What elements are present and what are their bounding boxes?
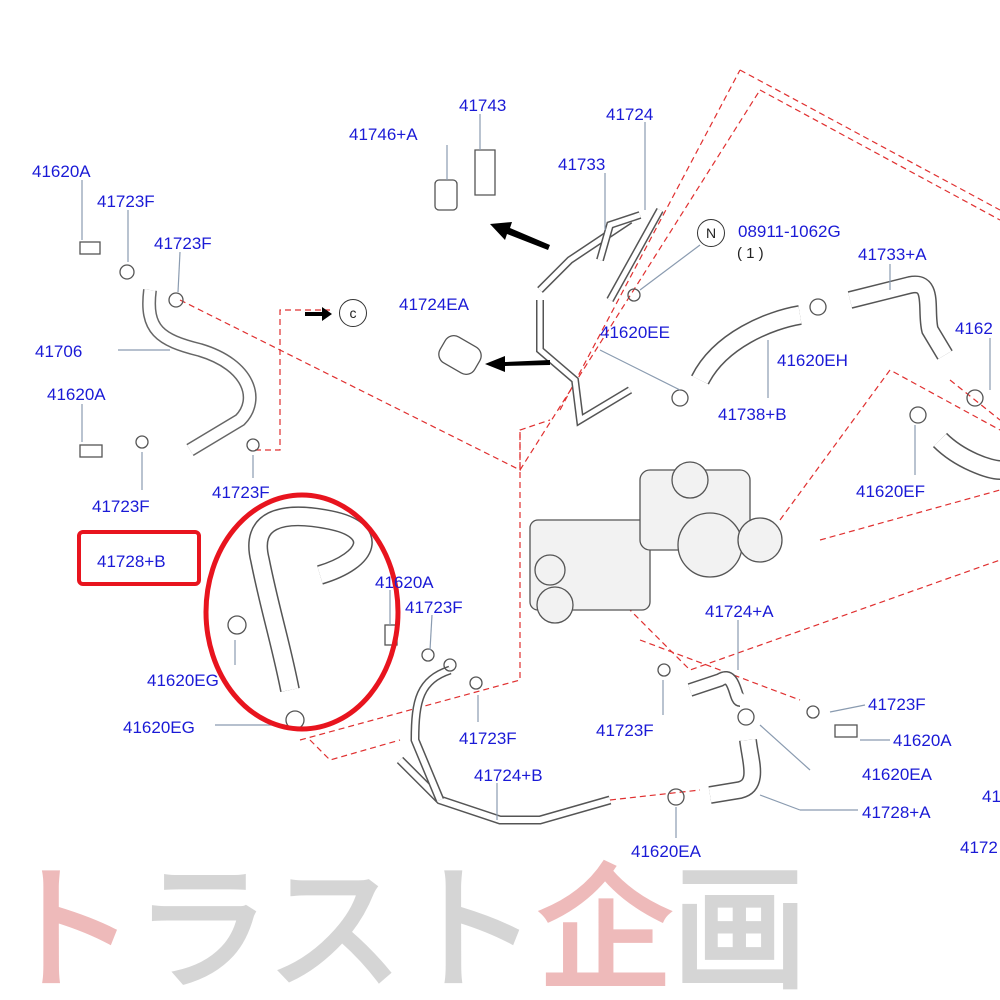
quantity-label: ( 1 ) — [737, 245, 764, 262]
part-label[interactable]: 41620EE — [600, 323, 670, 342]
part-label[interactable]: 4172 — [960, 838, 998, 857]
part-label[interactable]: 41733+A — [858, 245, 927, 264]
part-label[interactable]: 41620A — [893, 731, 952, 750]
part-label[interactable]: 41620EA — [631, 842, 701, 861]
arrow-right-icon — [305, 307, 332, 321]
note-n-symbol: N — [697, 219, 725, 247]
part-label[interactable]: 41746+A — [349, 125, 418, 144]
arrow-icons — [305, 222, 550, 372]
part-label[interactable]: 41 — [982, 787, 1000, 806]
part-label[interactable]: 41620A — [47, 385, 106, 404]
part-label[interactable]: 41723F — [154, 234, 212, 253]
dashed-reference-lines — [179, 69, 1000, 801]
part-label[interactable]: 4162 — [955, 319, 993, 338]
highlight-circle — [203, 492, 401, 732]
part-label[interactable]: 41724+B — [474, 766, 543, 785]
highlight-box — [77, 530, 201, 586]
part-label[interactable]: 41620EA — [862, 765, 932, 784]
part-label[interactable]: 41733 — [558, 155, 606, 174]
part-label[interactable]: 41738+B — [718, 405, 787, 424]
part-label[interactable]: 41620EH — [777, 351, 848, 370]
part-label[interactable]: 41724EA — [399, 295, 469, 314]
part-label[interactable]: 08911-1062G — [738, 222, 841, 241]
leader-lines — [81, 114, 991, 838]
part-label[interactable]: 41620EG — [147, 671, 219, 690]
arrow-up-left-icon — [490, 222, 550, 250]
view-c-symbol: c — [339, 299, 367, 327]
part-label[interactable]: 41723F — [868, 695, 926, 714]
part-label[interactable]: 41724 — [606, 105, 654, 124]
part-label[interactable]: 41723F — [92, 497, 150, 516]
highlighted-part-label[interactable]: 41728+B — [97, 552, 166, 571]
parts-outlines — [79, 149, 1000, 825]
part-label[interactable]: 41620A — [375, 573, 434, 592]
part-label[interactable]: 41723F — [97, 192, 155, 211]
watermark-logo: トラスト企画 — [0, 852, 808, 1000]
arrow-left-icon — [485, 356, 550, 372]
part-label[interactable]: 41723F — [459, 729, 517, 748]
control-valve-body — [529, 461, 783, 624]
part-label[interactable]: 41620A — [32, 162, 91, 181]
part-label[interactable]: 41728+A — [862, 803, 931, 822]
part-label[interactable]: 41723F — [212, 483, 270, 502]
part-label[interactable]: 41743 — [459, 96, 507, 115]
part-label[interactable]: 41723F — [596, 721, 654, 740]
part-label[interactable]: 41620EF — [856, 482, 925, 501]
part-label[interactable]: 41620EG — [123, 718, 195, 737]
part-label[interactable]: 41724+A — [705, 602, 774, 621]
part-label[interactable]: 41723F — [405, 598, 463, 617]
part-label[interactable]: 41706 — [35, 342, 83, 361]
